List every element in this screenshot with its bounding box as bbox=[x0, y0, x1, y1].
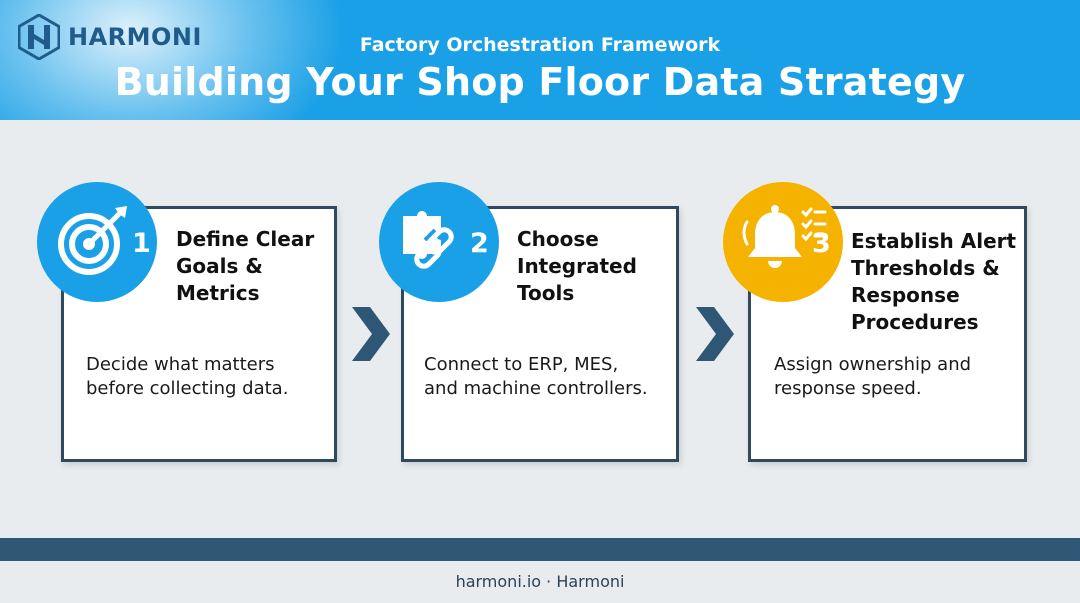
step-1-title-line: Goals & bbox=[176, 254, 263, 278]
step-1-desc-line: Decide what matters bbox=[86, 354, 275, 375]
logo-text: HARMONI bbox=[68, 23, 202, 51]
header-glow bbox=[0, 0, 340, 120]
step-3-title-line: Thresholds & bbox=[851, 256, 1000, 280]
page-title: Building Your Shop Floor Data Strategy bbox=[114, 60, 966, 104]
puzzle-link-icon bbox=[403, 211, 454, 269]
step-3-title: Establish Alert Thresholds & Response Pr… bbox=[851, 228, 1016, 336]
step-3-desc-line: Assign ownership and bbox=[774, 354, 972, 375]
logo: HARMONI bbox=[18, 14, 202, 60]
header-banner: HARMONI Factory Orchestration Framework … bbox=[0, 0, 1080, 120]
page-subtitle: Factory Orchestration Framework bbox=[359, 34, 721, 56]
step-3-title-line: Procedures bbox=[851, 310, 979, 334]
footer-bar bbox=[0, 538, 1080, 561]
step-3-description: Assign ownership and response speed. bbox=[774, 353, 971, 401]
step-3-badge bbox=[723, 182, 843, 302]
step-3-title-line: Establish Alert bbox=[851, 229, 1017, 253]
step-3-desc-line: response speed. bbox=[774, 378, 922, 399]
step-3-number: 3 bbox=[812, 228, 831, 259]
step-1-description: Decide what matters before collecting da… bbox=[86, 353, 288, 401]
step-3-title-line: Response bbox=[851, 283, 960, 307]
step-2-description: Connect to ERP, MES, and machine control… bbox=[424, 353, 648, 401]
step-2-title: Choose Integrated Tools bbox=[517, 226, 637, 307]
chevron-right-icon bbox=[696, 307, 734, 361]
step-1-title: Define Clear Goals & Metrics bbox=[176, 226, 314, 307]
step-1-number: 1 bbox=[132, 228, 151, 259]
step-2-desc-line: and machine controllers. bbox=[424, 378, 648, 399]
bell-checklist-icon bbox=[742, 205, 827, 268]
step-2-badge bbox=[379, 182, 499, 302]
chevron-right-icon bbox=[352, 307, 390, 361]
step-2-number: 2 bbox=[470, 228, 489, 259]
harmoni-logo-icon bbox=[18, 14, 60, 60]
step-1-title-line: Metrics bbox=[176, 281, 260, 305]
step-2-title-line: Choose bbox=[517, 227, 599, 251]
footer-text: harmoni.io · Harmoni bbox=[455, 572, 625, 591]
step-1-badge bbox=[37, 182, 157, 302]
step-1-title-line: Define Clear bbox=[176, 227, 315, 251]
step-1-desc-line: before collecting data. bbox=[86, 378, 289, 399]
target-icon bbox=[58, 206, 127, 275]
step-2-title-line: Tools bbox=[517, 281, 575, 305]
step-2-title-line: Integrated bbox=[517, 254, 637, 278]
step-2-desc-line: Connect to ERP, MES, bbox=[424, 354, 619, 375]
